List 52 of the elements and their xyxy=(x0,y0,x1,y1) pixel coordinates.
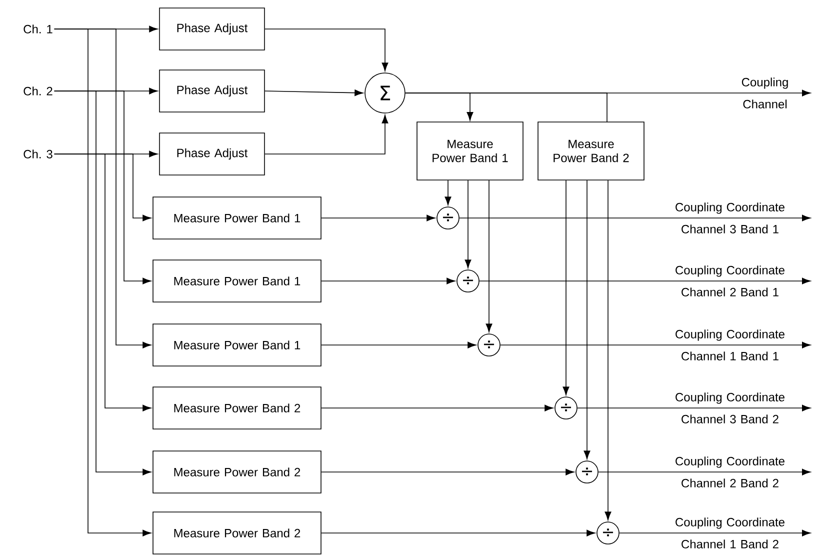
arrow xyxy=(321,342,476,348)
arrow xyxy=(264,90,364,96)
divider-junction: ÷ xyxy=(456,270,480,292)
process-box: Phase Adjust xyxy=(159,8,265,50)
output-label: Coupling Coordinate Channel 2 Band 1 xyxy=(676,266,784,296)
arrow xyxy=(321,278,456,284)
arrow xyxy=(54,154,152,222)
output-label: Coupling Coordinate Channel 3 Band 1 xyxy=(676,202,784,234)
arrow xyxy=(562,180,570,396)
arrow xyxy=(54,90,152,284)
process-box: Measure Power Band 1 xyxy=(152,324,322,366)
divider-junction: ÷ xyxy=(478,334,500,356)
arrow xyxy=(604,180,612,520)
divider-junction: ÷ xyxy=(436,206,460,230)
arrow xyxy=(264,114,388,154)
arrow xyxy=(500,342,811,348)
process-box: Measure Power Band 1 xyxy=(152,196,322,240)
arrow xyxy=(598,468,811,476)
summing-junction: Σ xyxy=(364,72,406,114)
channel-label: Ch. 1 xyxy=(24,24,52,34)
process-box: Phase Adjust xyxy=(159,70,265,112)
channel-label: Ch. 3 xyxy=(24,150,52,158)
arrow xyxy=(321,214,436,222)
output-label: Coupling Coordinate Channel 1 Band 1 xyxy=(676,330,784,360)
arrow xyxy=(464,180,472,268)
process-box: Measure Power Band 2 xyxy=(152,512,322,554)
process-box: Measure Power Band 1 xyxy=(416,122,524,180)
process-box: Phase Adjust xyxy=(159,132,265,176)
process-box: Measure Power Band 2 xyxy=(152,386,322,430)
arrow xyxy=(321,468,574,476)
arrow xyxy=(479,278,811,284)
output-label: Coupling Channel xyxy=(742,78,788,108)
output-label: Coupling Coordinate Channel 1 Band 2 xyxy=(676,518,784,548)
arrow xyxy=(264,28,388,72)
process-box: Measure Power Band 1 xyxy=(152,260,322,302)
channel-label: Ch. 2 xyxy=(24,86,52,96)
arrow xyxy=(486,180,492,332)
arrow xyxy=(619,530,811,536)
output-label: Coupling Coordinate Channel 3 Band 2 xyxy=(676,392,784,424)
arrow xyxy=(321,530,596,536)
divider-junction: ÷ xyxy=(576,460,598,484)
arrow xyxy=(321,404,554,412)
arrow xyxy=(459,214,811,222)
arrow xyxy=(444,180,452,206)
divider-junction: ÷ xyxy=(554,396,578,420)
arrow xyxy=(577,404,811,412)
arrow xyxy=(54,28,152,348)
process-box: Measure Power Band 2 xyxy=(538,122,644,180)
process-box: Measure Power Band 2 xyxy=(152,450,322,494)
divider-junction: ÷ xyxy=(596,522,620,544)
output-label: Coupling Coordinate Channel 2 Band 2 xyxy=(676,456,784,488)
arrow xyxy=(584,180,590,460)
